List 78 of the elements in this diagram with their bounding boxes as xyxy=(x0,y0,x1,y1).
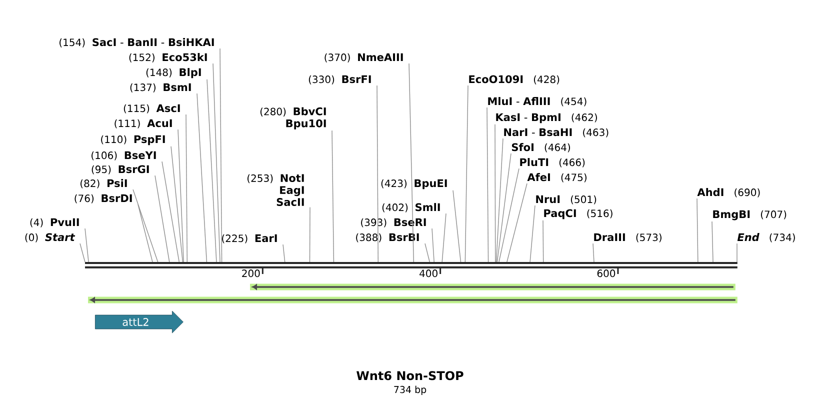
site-label: (115) AscI xyxy=(124,104,180,114)
leader-line xyxy=(138,204,153,262)
site-label: MluI - AflIII (454) xyxy=(488,97,586,106)
leader-line xyxy=(424,243,430,262)
leader-line xyxy=(282,244,286,262)
leader-line xyxy=(132,189,158,262)
sequence-bar xyxy=(85,262,738,268)
site-label: EcoO109I (428) xyxy=(469,75,560,84)
leader-line xyxy=(442,213,446,262)
site-label: PaqCI (516) xyxy=(544,209,612,220)
site-label: BmgBI (707) xyxy=(713,210,786,220)
site-label: (0) Start xyxy=(25,233,76,242)
site-label: (152) Eco53kI xyxy=(129,53,207,62)
site-label: (370) NmeAIII xyxy=(324,53,403,62)
leader-line xyxy=(542,220,544,262)
leader-line xyxy=(486,107,489,262)
site-label: (402) SmlI xyxy=(382,203,440,212)
leader-line xyxy=(496,153,512,262)
feature-track xyxy=(250,284,736,290)
site-label: (253) NotI EagI SacII xyxy=(248,174,304,206)
site-label: DraIII (573) xyxy=(594,233,662,242)
site-label: KasI - BpmI (462) xyxy=(496,113,597,124)
leader-line xyxy=(220,48,222,262)
site-label: (225) EarI xyxy=(222,234,277,244)
site-label: (137) BsmI xyxy=(130,83,191,92)
leader-line xyxy=(186,114,188,262)
tick-label: 600 xyxy=(597,270,616,278)
site-label: (76) BsrDI xyxy=(74,194,132,204)
site-label: PluTI (466) xyxy=(520,158,585,168)
site-label: (148) BlpI xyxy=(146,68,201,78)
leader-line xyxy=(498,168,520,262)
leader-line xyxy=(212,63,220,262)
leader-line xyxy=(530,205,536,262)
leader-line xyxy=(196,93,208,262)
site-label: (110) PspFI xyxy=(101,135,165,146)
leader-line xyxy=(332,130,334,262)
site-label: (393) BseRI xyxy=(361,218,426,228)
site-label: NarI - BsaHI (463) xyxy=(504,128,608,138)
leader-line xyxy=(736,243,738,262)
leader-line xyxy=(408,63,414,262)
site-label: End (734) xyxy=(737,233,795,242)
leader-line xyxy=(712,221,714,262)
site-label: (4) PvuII xyxy=(30,218,79,228)
site-label: (95) BsrGI xyxy=(92,165,149,174)
site-label: NruI (501) xyxy=(536,195,596,204)
site-label: SfoI (464) xyxy=(512,143,570,152)
site-label: AfeI (475) xyxy=(527,173,586,182)
leader-line xyxy=(162,161,180,262)
feature-track xyxy=(88,296,738,304)
leader-line xyxy=(80,243,86,262)
site-label: (111) AcuI xyxy=(114,119,172,128)
leader-line xyxy=(154,175,170,262)
leader-line xyxy=(696,198,698,262)
leader-line xyxy=(376,85,378,262)
leader-line xyxy=(178,129,184,262)
tick-label: 400 xyxy=(420,270,438,278)
site-label: (82) PsiI xyxy=(80,179,127,188)
leader-line xyxy=(170,146,184,262)
title: Wnt6 Non-STOP xyxy=(356,371,464,380)
site-label: (280) BbvCI Bpu10I xyxy=(260,107,326,130)
leader-line xyxy=(309,206,310,262)
leader-line xyxy=(452,190,462,262)
site-label: (106) BseYI xyxy=(92,151,156,160)
site-label: (388) BsrBI xyxy=(356,233,419,242)
site-label: (330) BsrFI xyxy=(308,75,371,84)
leader-line xyxy=(84,228,89,262)
leader-line xyxy=(494,124,496,262)
leader-line xyxy=(432,228,434,262)
leader-line xyxy=(206,79,217,262)
site-label: (154) SacI - BanII - BsiHKAI xyxy=(60,38,214,48)
leader-line xyxy=(496,138,504,262)
leader-line xyxy=(464,85,468,262)
site-label: (423) BpuEI xyxy=(381,179,447,190)
leader-line xyxy=(506,183,528,262)
site-label: AhdI (690) xyxy=(697,188,760,198)
leader-line xyxy=(592,243,594,262)
caption: 734 bp xyxy=(394,386,426,395)
tick-label: 200 xyxy=(242,270,260,278)
